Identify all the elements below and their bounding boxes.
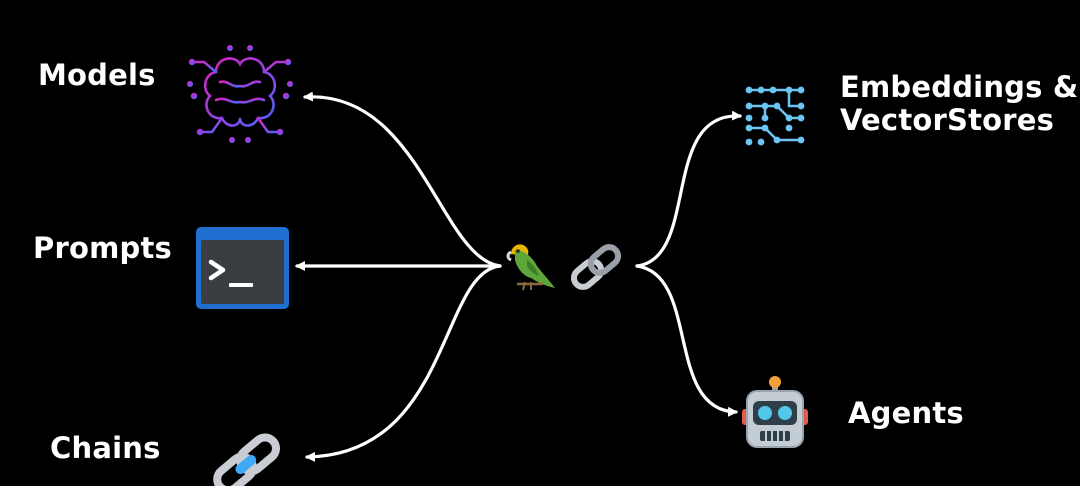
center-chain-link-icon: [568, 242, 624, 292]
chains-label: Chains: [50, 431, 161, 465]
arrow-to-models: [303, 91, 502, 268]
embeddings-label-line1: Embeddings &: [840, 70, 1079, 104]
arrow-to-chains: [305, 264, 502, 462]
terminal-prompt-icon: [195, 226, 290, 310]
ai-brain-circuit-icon: [186, 44, 294, 148]
agents-label: Agents: [848, 396, 964, 430]
robot-icon: [742, 375, 808, 449]
models-label: Models: [38, 58, 156, 92]
prompts-label: Prompts: [33, 231, 172, 265]
chain-link-icon: [206, 424, 290, 486]
arrow-to-embeddings: [635, 110, 742, 268]
embeddings-label-line2: VectorStores: [840, 103, 1055, 138]
arrow-to-agents: [635, 264, 738, 417]
embeddings-label: Embeddings & VectorStores: [840, 70, 1079, 138]
parrot-icon: [503, 240, 559, 292]
vector-grid-icon: [743, 84, 807, 150]
